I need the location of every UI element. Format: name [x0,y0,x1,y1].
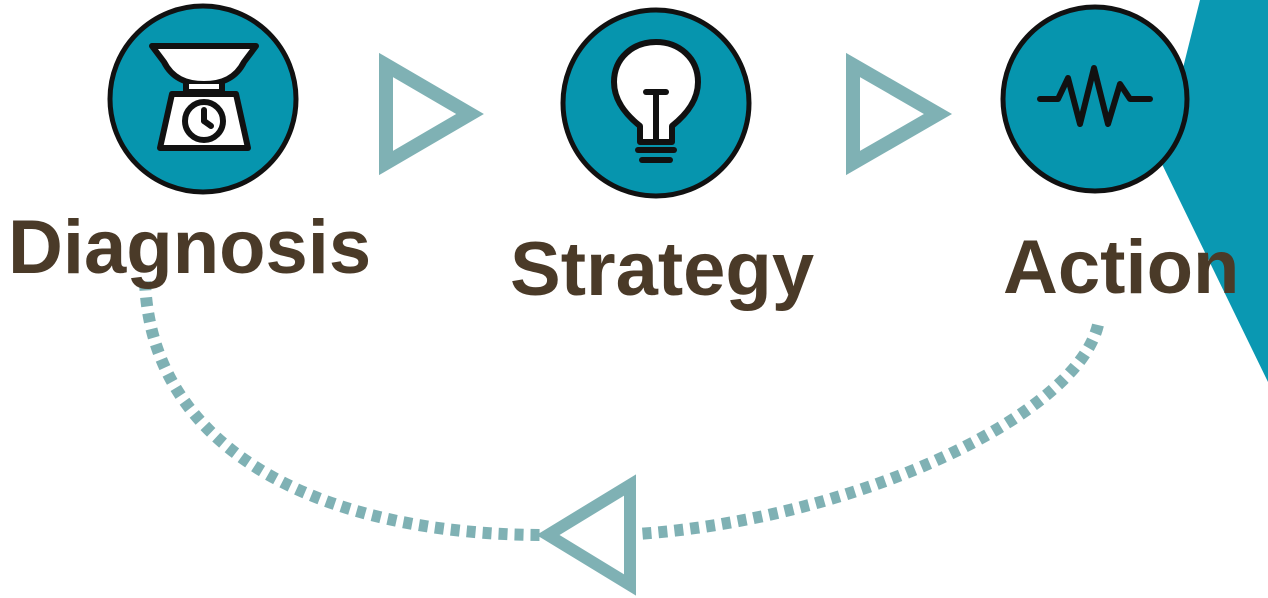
feedback-arrowhead-icon [536,474,636,596]
action-circle [1000,4,1190,194]
strategy-node [560,7,752,199]
step-label-strategy: Strategy [510,227,815,312]
kitchen-scale-icon [149,43,259,151]
lightbulb-icon [611,39,701,163]
diagnosis-node [107,3,299,195]
arrow-strategy-to-action-icon [846,52,953,176]
action-node [1000,4,1190,194]
step-label-diagnosis: Diagnosis [8,205,372,290]
pulse-wave-icon [1037,65,1153,127]
step-label-action: Action [1003,225,1240,310]
arrow-diagnosis-to-strategy-icon [379,52,484,176]
feedback-loop-connector [139,279,1104,541]
